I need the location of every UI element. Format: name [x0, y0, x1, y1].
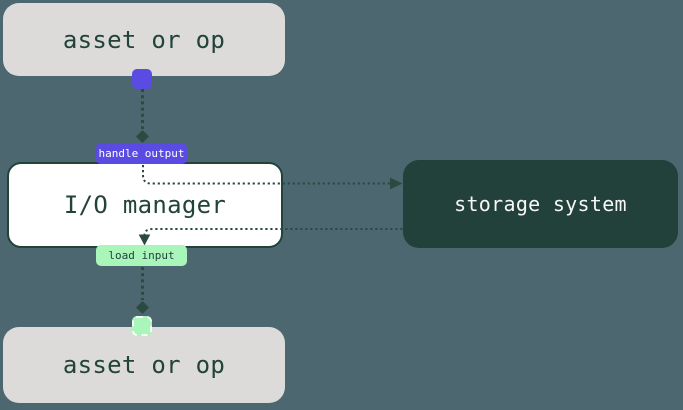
node-io-manager-label: I/O manager — [63, 191, 227, 219]
handle-output-text: handle output — [98, 147, 185, 160]
node-asset-or-op-top-label: asset or op — [62, 25, 226, 54]
edge-label-load-input: load input — [96, 245, 187, 266]
edge-label-handle-output: handle output — [96, 143, 187, 164]
load-input-text: load input — [108, 249, 175, 262]
arrowhead-into-storage — [390, 177, 403, 190]
node-io-manager: I/O manager — [7, 162, 283, 248]
node-storage-system-label: storage system — [454, 192, 627, 216]
node-asset-or-op-bottom: asset or op — [3, 327, 285, 403]
output-handle-square — [132, 69, 152, 89]
diamond-load-input — [136, 301, 149, 314]
input-handle-square — [132, 316, 152, 336]
node-storage-system: storage system — [403, 160, 678, 248]
node-asset-or-op-bottom-label: asset or op — [62, 351, 226, 379]
diamond-handle-output — [136, 130, 149, 143]
node-asset-or-op-top: asset or op — [3, 3, 285, 76]
